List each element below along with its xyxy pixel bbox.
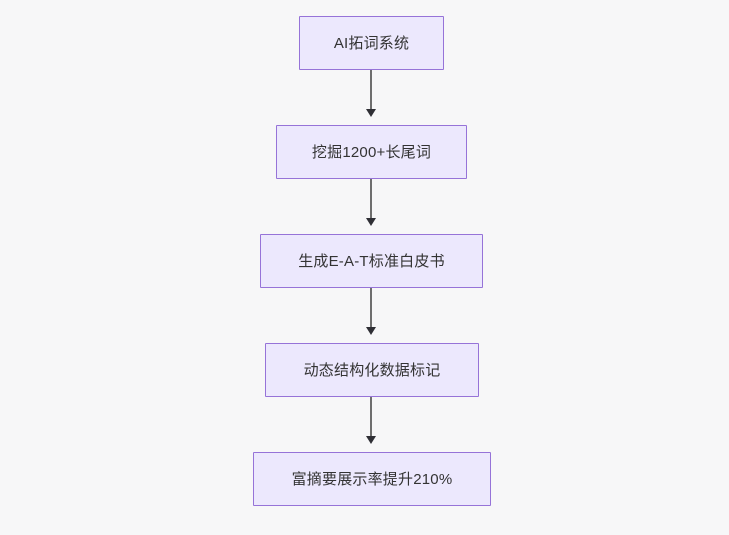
arrow-head-icon [366, 436, 376, 444]
flow-node-label: AI拓词系统 [333, 34, 410, 52]
arrow-head-icon [366, 109, 376, 117]
connector-line [370, 179, 372, 219]
flow-node[interactable]: AI拓词系统 [299, 16, 444, 70]
flow-node-label: 动态结构化数据标记 [303, 361, 441, 379]
flow-node[interactable]: 挖掘1200+长尾词 [276, 125, 467, 179]
connector-line [370, 288, 372, 328]
connector-line [370, 397, 372, 437]
flow-node-label: 挖掘1200+长尾词 [311, 143, 432, 161]
connector-line [370, 70, 372, 110]
flow-node-label: 生成E-A-T标准白皮书 [298, 252, 445, 270]
arrow-head-icon [366, 327, 376, 335]
flow-node[interactable]: 动态结构化数据标记 [265, 343, 479, 397]
flow-node[interactable]: 生成E-A-T标准白皮书 [260, 234, 483, 288]
arrow-head-icon [366, 218, 376, 226]
flow-node-label: 富摘要展示率提升210% [291, 470, 453, 488]
flow-node[interactable]: 富摘要展示率提升210% [253, 452, 491, 506]
